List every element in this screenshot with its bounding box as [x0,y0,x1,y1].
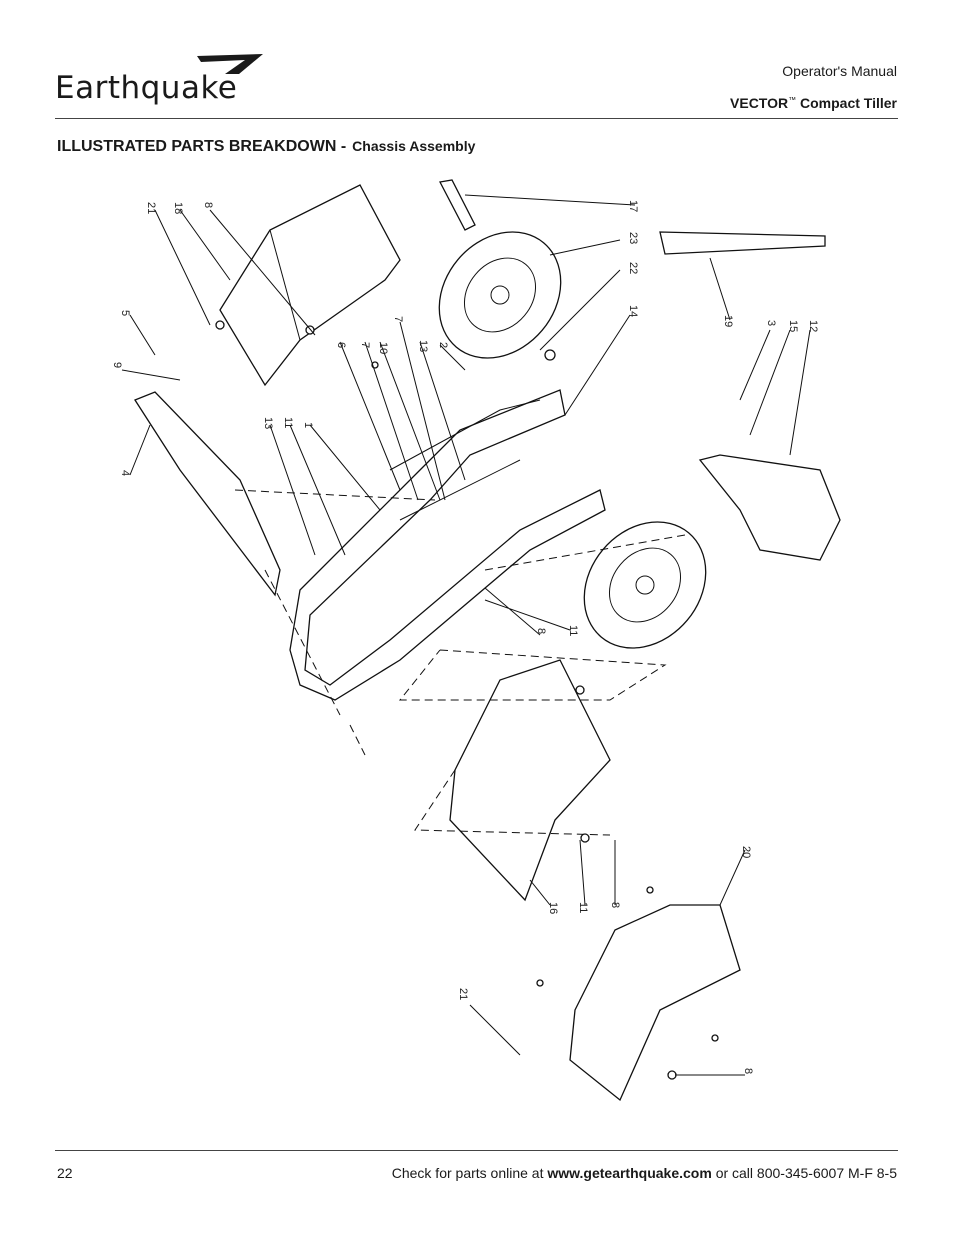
callout-19: 19 [722,315,734,327]
callout-0: 21 [145,202,157,214]
callout-10: 6 [335,342,347,348]
earthquake-logo-mark-icon [197,54,263,74]
wheel-bottom-part [583,521,707,649]
callout-7: 5 [119,310,131,316]
callout-14: 13 [417,340,429,352]
callout-16: 13 [262,417,274,429]
top-shield-part [219,184,401,387]
section-title: ILLUSTRATED PARTS BREAKDOWN -Chassis Ass… [57,138,476,155]
callout-29: 21 [457,988,469,1000]
callout-27: 8 [609,902,621,908]
callout-4: 23 [627,232,639,244]
center-shield-part [449,659,611,902]
callout-15: 2 [437,342,449,348]
footer-divider [55,1150,898,1151]
page-number: 22 [57,1165,73,1181]
callout-3: 17 [627,200,639,212]
callout-8: 9 [111,362,123,368]
callout-25: 16 [547,902,559,914]
callout-22: 12 [807,320,819,332]
callout-20: 3 [765,320,777,326]
section-subtitle: Chassis Assembly [352,138,476,154]
callout-26: 11 [577,902,589,913]
callout-18: 1 [302,422,314,428]
callout-24: 11 [567,625,579,636]
side-bracket-part [134,391,281,597]
rear-guard-part [698,454,841,561]
callout-12: 10 [377,342,389,354]
callout-28: 20 [740,846,752,858]
depth-bar-part [659,231,826,255]
callout-17: 11 [282,417,294,428]
callout-2: 8 [202,202,214,208]
callout-13: 7 [392,316,404,322]
callout-labels: 21 18 8 17 23 22 14 5 9 4 6 7 10 7 13 2 … [111,200,819,1074]
header-divider [55,118,898,119]
wheel-top-part [438,231,562,359]
manual-label: Operator's Manual [782,63,897,79]
callout-21: 15 [787,320,799,332]
lower-cover-part [569,904,741,1102]
callout-23: 8 [535,628,547,634]
parts-website-link[interactable]: www.getearthquake.com [547,1165,712,1181]
chassis-frame-part [289,389,606,701]
product-title: VECTOR™ Compact Tiller [730,95,897,111]
callout-5: 22 [627,262,639,274]
brand-logo: Earthquake [55,52,280,112]
callout-30: 8 [742,1068,754,1074]
callout-9: 4 [119,470,131,476]
callout-6: 14 [627,305,639,317]
exploded-parts-diagram: 21 18 8 17 23 22 14 5 9 4 6 7 10 7 13 2 … [111,179,841,1102]
callout-1: 18 [172,202,184,214]
brand-name: Earthquake [55,70,238,106]
axle-bolt-part [439,179,476,231]
callout-11: 7 [359,342,371,348]
footer-note: Check for parts online at www.getearthqu… [391,1165,897,1181]
